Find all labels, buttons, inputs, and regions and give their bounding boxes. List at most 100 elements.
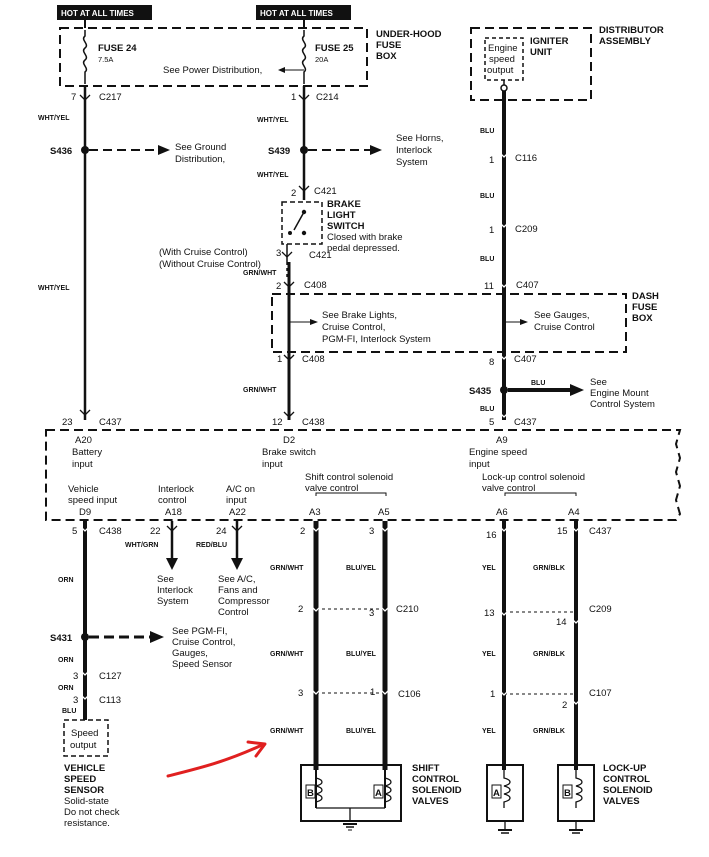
ecu-a9-label-2: input xyxy=(469,459,490,470)
splice-s431-dot xyxy=(81,633,89,641)
lockup-valves-title-2: CONTROL xyxy=(603,774,650,785)
ecu-a4: A4 xyxy=(568,507,580,518)
ecu-a9-label-1: Engine speed xyxy=(469,447,527,458)
shift-valves-title-2: CONTROL xyxy=(412,774,459,785)
distributor-title-2: ASSEMBLY xyxy=(599,36,652,47)
vss-note-3: resistance. xyxy=(64,818,110,829)
ecu-a18-1: Interlock xyxy=(158,484,194,495)
vss-box-2: output xyxy=(70,740,97,751)
connector-c408-b: C408 xyxy=(302,354,325,365)
see-ac-2: Fans and xyxy=(218,585,258,596)
see-power-distribution: See Power Distribution, xyxy=(163,65,262,76)
see-pgm-3: Gauges, xyxy=(172,648,208,659)
shift-solenoid-valves-box xyxy=(300,764,402,822)
pin-3-c127: 3 xyxy=(73,671,78,682)
ecu-d2-label-1: Brake switch xyxy=(262,447,316,458)
wire-label-red-blu: RED/BLU xyxy=(196,542,227,549)
wire-label-orn-1: ORN xyxy=(58,577,74,584)
wire-label-grn-wht-4: GRN/WHT xyxy=(270,651,304,658)
ecu-a18-2: control xyxy=(158,495,187,506)
see-engine-mount-2: Engine Mount xyxy=(590,388,649,399)
lockup-valve-b-label: B xyxy=(564,788,571,799)
brake-switch-title-3: SWITCH xyxy=(327,221,365,232)
brake-switch-title-1: BRAKE xyxy=(327,199,361,210)
connector-c214: C214 xyxy=(316,92,339,103)
connector-c210: C210 xyxy=(396,604,419,615)
lockup-valves-title-4: VALVES xyxy=(603,796,640,807)
see-ground-2: Distribution, xyxy=(175,154,225,165)
dash-left-ref-1: See Brake Lights, xyxy=(322,310,397,321)
wire-label-grn-blk-1: GRN/BLK xyxy=(533,565,565,572)
wire-label-yel-3: YEL xyxy=(482,728,496,735)
connector-c421-b: C421 xyxy=(309,250,332,261)
splice-s436-dot xyxy=(81,146,89,154)
wire-label-blu-6: BLU xyxy=(62,708,76,715)
engine-speed-output-3: output xyxy=(487,65,514,76)
connector-c217: C217 xyxy=(99,92,122,103)
ecu-lockup-2: valve control xyxy=(482,483,535,494)
see-interlock-1: See xyxy=(157,574,174,585)
wire-label-blu-yel-3: BLU/YEL xyxy=(346,728,377,735)
hot-label-left-box xyxy=(57,5,152,20)
connector-c421-a: C421 xyxy=(314,186,337,197)
see-engine-mount-3: Control System xyxy=(590,399,655,410)
see-horns-3: System xyxy=(396,157,428,168)
hot-label-left: HOT AT ALL TIMES xyxy=(61,9,135,18)
vss-title-1: VEHICLE xyxy=(64,763,105,774)
connector-c116: C116 xyxy=(515,153,537,164)
connector-c209-b: C209 xyxy=(589,604,612,615)
ecu-a3: A3 xyxy=(309,507,321,518)
pin-24: 24 xyxy=(216,526,227,537)
wire-label-blu-2: BLU xyxy=(480,193,494,200)
wire-label-grn-wht-2: GRN/WHT xyxy=(243,387,277,394)
connector-c127: C127 xyxy=(99,671,122,682)
shift-valve-b-label: B xyxy=(307,788,314,799)
see-interlock-3: System xyxy=(157,596,189,607)
see-pgm-1: See PGM-FI, xyxy=(172,626,227,637)
wire-label-grn-wht-3: GRN/WHT xyxy=(270,565,304,572)
connector-c209-a: C209 xyxy=(515,224,538,235)
ecu-a20-label-1: Battery xyxy=(72,447,102,458)
connector-c437-b: C437 xyxy=(514,417,537,428)
ecu-lockup-1: Lock-up control solenoid xyxy=(482,472,585,483)
wire-label-yel-2: YEL xyxy=(482,651,496,658)
igniter-title-1: IGNITER xyxy=(530,36,569,47)
see-ac-3: Compressor xyxy=(218,596,270,607)
pin-5-c438: 5 xyxy=(72,526,77,537)
see-ac-1: See A/C, xyxy=(218,574,256,585)
without-cruise-control: (Without Cruise Control) xyxy=(159,259,261,270)
ecu-d9: D9 xyxy=(79,507,91,518)
underhood-title-3: BOX xyxy=(376,51,397,62)
wire-label-wht-grn: WHT/GRN xyxy=(125,542,158,549)
dash-right-ref-2: Cruise Control xyxy=(534,322,595,333)
vss-title-2: SPEED xyxy=(64,774,96,785)
wire-label-blu-3: BLU xyxy=(480,256,494,263)
hot-label-right-box xyxy=(256,5,351,20)
brake-switch-note-1: Closed with brake xyxy=(327,232,403,243)
ecu-a9: A9 xyxy=(496,435,508,446)
ecu-a22: A22 xyxy=(229,507,246,518)
pin-3-c421: 3 xyxy=(276,248,281,259)
connector-c438-b: C438 xyxy=(99,526,122,537)
see-ac-4: Control xyxy=(218,607,249,618)
pin-23: 23 xyxy=(62,417,73,428)
ecu-a6: A6 xyxy=(496,507,508,518)
wire-label-blu-yel-2: BLU/YEL xyxy=(346,651,377,658)
ecu-a18: A18 xyxy=(165,507,182,518)
distributor-title-1: DISTRIBUTOR xyxy=(599,25,664,36)
pin-7: 7 xyxy=(71,92,76,103)
splice-s431: S431 xyxy=(50,633,73,644)
wire-label-blu-4: BLU xyxy=(531,380,545,387)
fuse-25-rating: 20A xyxy=(315,55,328,64)
pin-15: 15 xyxy=(557,526,568,537)
pin-14: 14 xyxy=(556,617,567,628)
wire-label-yel-1: YEL xyxy=(482,565,496,572)
wire-label-wht-yel-2: WHT/YEL xyxy=(38,285,70,292)
ecu-d2: D2 xyxy=(283,435,295,446)
lockup-valves-title-1: LOCK-UP xyxy=(603,763,647,774)
lockup-valve-a-label: A xyxy=(493,788,500,799)
dash-box-title-3: BOX xyxy=(632,313,653,324)
shift-valves-title-4: VALVES xyxy=(412,796,449,807)
vss-note-2: Do not check xyxy=(64,807,120,818)
see-pgm-2: Cruise Control, xyxy=(172,637,235,648)
